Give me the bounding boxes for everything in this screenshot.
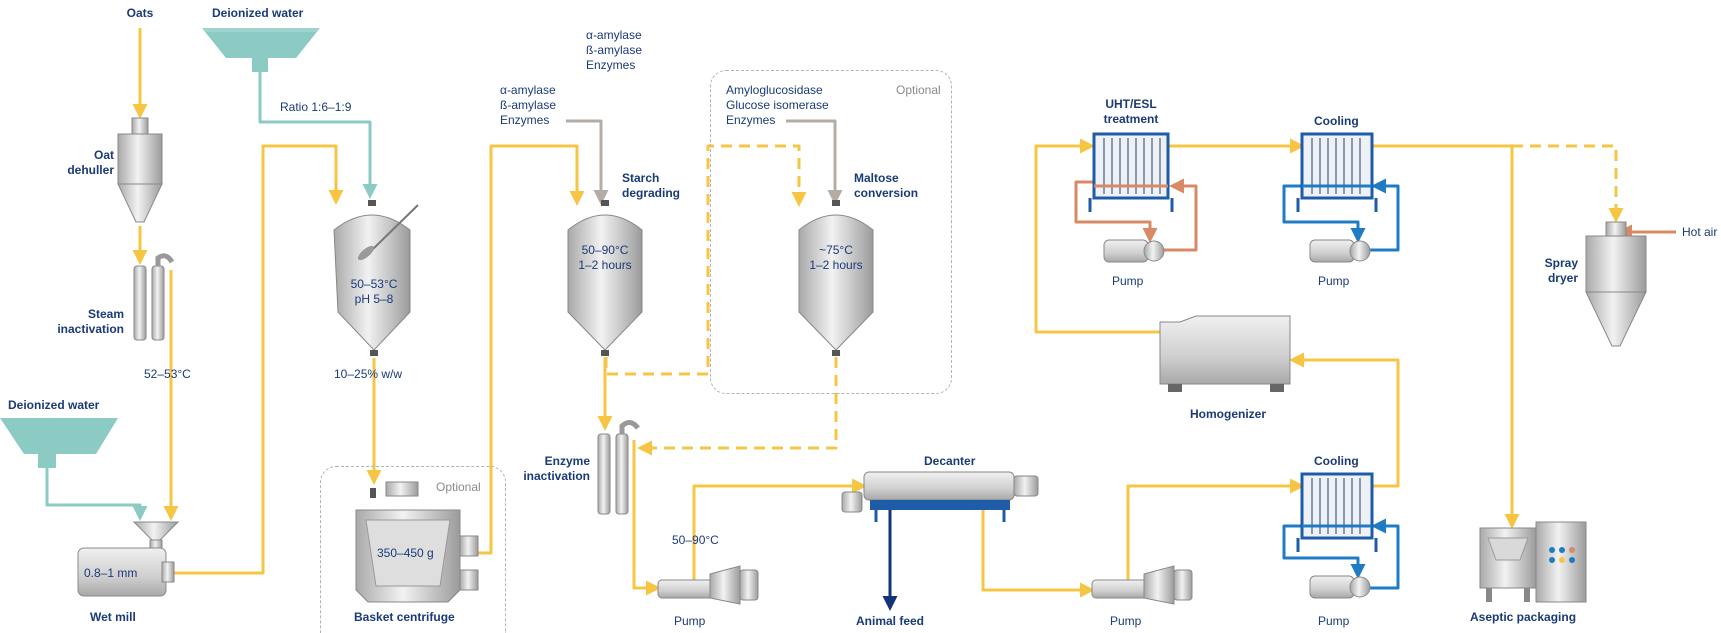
label-steam-temp: 52–53°C xyxy=(144,367,191,381)
label-uht: UHT/ESL treatment xyxy=(1103,97,1159,126)
label-spray-dryer: Spray dryer xyxy=(1544,256,1578,285)
label-pump2: Pump xyxy=(1110,614,1142,628)
deionized-water-hopper-bottom xyxy=(0,418,118,468)
label-enzymes-maltose: Amyloglucosidase Glucose isomerase Enzym… xyxy=(726,83,829,127)
deionized-water-hopper-top xyxy=(202,28,320,72)
label-basket-centrifuge: Basket centrifuge xyxy=(354,610,455,624)
label-decanter: Decanter xyxy=(924,454,976,468)
label-steam-inactivation: Steam inactivation xyxy=(57,307,124,336)
centrifugal-pump-cooling-bottom xyxy=(1309,575,1371,599)
label-solids: 10–25% w/w xyxy=(334,367,403,381)
label-starch-degrading: Starch degrading xyxy=(622,171,681,200)
optional-centrifuge-frame xyxy=(320,466,506,633)
screw-pump-2 xyxy=(1091,565,1193,605)
homogenizer xyxy=(1159,315,1291,392)
label-pump1: Pump xyxy=(674,614,706,628)
aseptic-packaging-machine xyxy=(1479,521,1587,603)
centrifugal-pump-cooling-top xyxy=(1309,239,1371,263)
label-centrifuge-g: 350–450 g xyxy=(377,546,434,560)
label-animal-feed: Animal feed xyxy=(856,614,925,628)
label-cooling-bottom: Cooling xyxy=(1314,454,1359,468)
mixing-tank xyxy=(333,200,419,356)
wet-mill xyxy=(77,521,180,597)
label-aseptic-packaging: Aseptic packaging xyxy=(1470,610,1577,624)
label-tank1-conditions: 50–53°C pH 5–8 xyxy=(350,277,398,306)
label-deionized-water-top: Deionized water xyxy=(212,6,304,20)
label-maltose-conversion: Maltose conversion xyxy=(854,171,919,200)
centrifugal-pump-uht xyxy=(1103,239,1165,263)
optional-maltose-frame xyxy=(710,70,952,394)
label-pump-temp: 50–90°C xyxy=(672,533,719,547)
label-cooling-top: Cooling xyxy=(1314,114,1359,128)
label-oat-dehuller: Oat dehuller xyxy=(67,148,114,177)
maltose-conversion-tank xyxy=(798,200,874,356)
label-pump3: Pump xyxy=(1318,614,1350,628)
label-pump5: Pump xyxy=(1318,274,1350,288)
label-mill-size: 0.8–1 mm xyxy=(84,566,138,580)
label-optional-maltose: Optional xyxy=(896,83,941,97)
spray-dryer xyxy=(1585,221,1647,347)
cooling-heat-exchanger-bottom xyxy=(1296,472,1378,552)
basket-centrifuge xyxy=(355,481,479,603)
label-enzymes-top: α-amylase ß-amylase Enzymes xyxy=(586,28,643,72)
label-tank3-conditions: ~75°C 1–2 hours xyxy=(809,243,863,272)
label-homogenizer: Homogenizer xyxy=(1190,407,1267,421)
label-deionized-water-bottom: Deionized water xyxy=(8,398,100,412)
steam-inactivation-unit xyxy=(133,253,175,341)
label-hot-air: Hot air xyxy=(1682,225,1718,239)
label-oats: Oats xyxy=(126,6,154,20)
starch-degrading-tank xyxy=(567,200,643,356)
decanter xyxy=(841,471,1039,522)
uht-heat-exchanger xyxy=(1088,132,1174,212)
cooling-heat-exchanger-top xyxy=(1296,132,1378,212)
screw-pump-1 xyxy=(657,565,759,605)
label-optional-centrifuge: Optional xyxy=(436,480,481,494)
label-enzymes-mid: α-amylase ß-amylase Enzymes xyxy=(500,83,557,127)
enzyme-inactivation-unit xyxy=(597,420,640,515)
label-tank2-conditions: 50–90°C 1–2 hours xyxy=(578,243,632,272)
label-wet-mill: Wet mill xyxy=(90,610,136,624)
label-enzyme-inactivation: Enzyme inactivation xyxy=(523,454,590,483)
label-pump4: Pump xyxy=(1112,274,1144,288)
oat-dehuller xyxy=(117,117,163,223)
label-ratio: Ratio 1:6–1:9 xyxy=(280,100,352,114)
